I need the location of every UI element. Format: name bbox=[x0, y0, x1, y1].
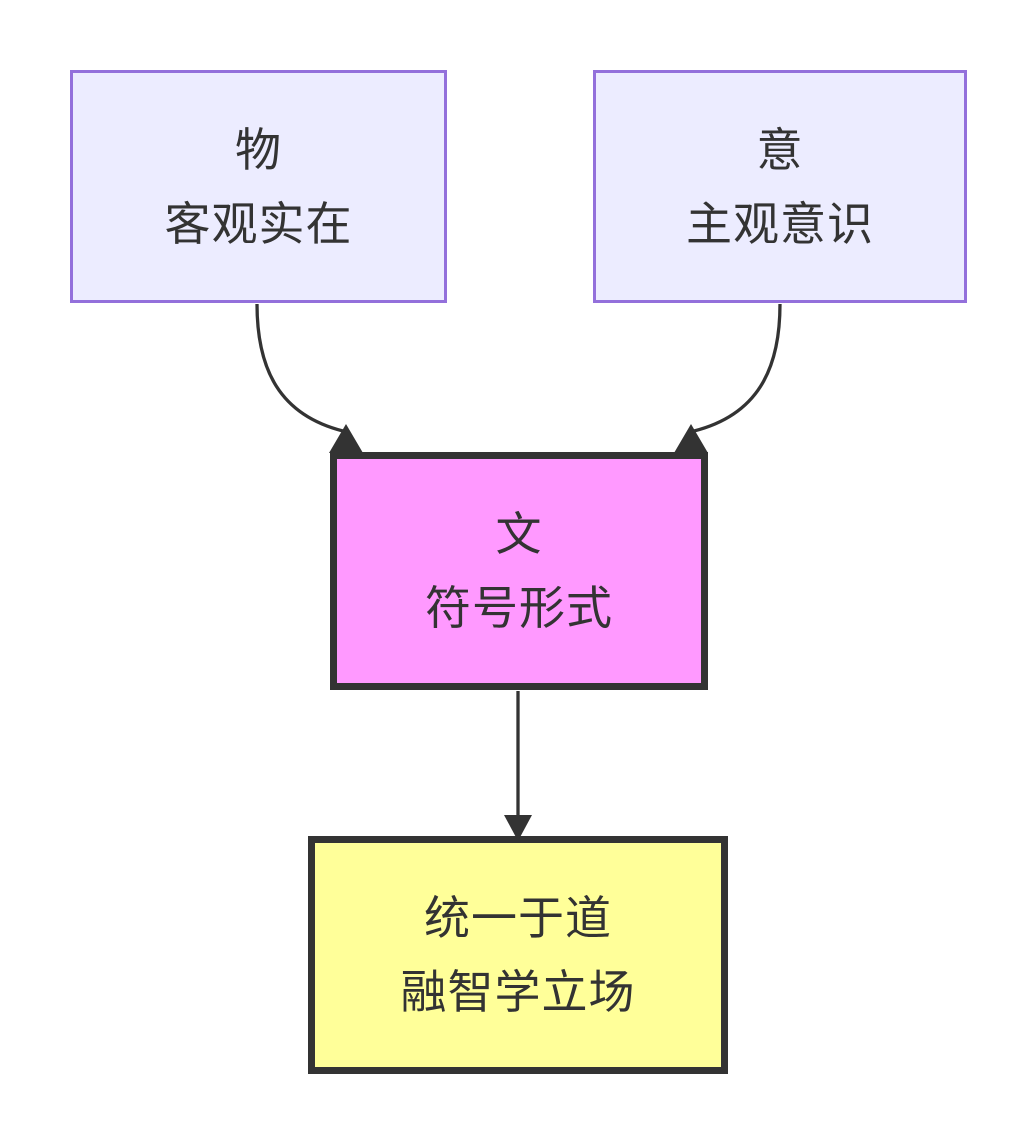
node-dao-line1: 统一于道 bbox=[424, 892, 612, 944]
node-wen-line2: 符号形式 bbox=[425, 582, 613, 634]
arrowhead-yi-to-wen-icon bbox=[674, 424, 708, 453]
arrowhead-wu-to-wen-icon bbox=[329, 424, 363, 453]
node-wu-line2: 客观实在 bbox=[164, 197, 353, 250]
node-yi-line1: 意 bbox=[756, 123, 804, 176]
node-yi-line2: 主观意识 bbox=[686, 197, 874, 250]
edge-wu-to-wen bbox=[255, 303, 344, 433]
node-wen-symbolic-form: 文 符号形式 bbox=[330, 452, 708, 690]
node-wu-line1: 物 bbox=[235, 123, 282, 176]
node-wu-objective-reality: 物 客观实在 bbox=[70, 70, 447, 303]
node-wen-line1: 文 bbox=[495, 508, 543, 560]
node-dao-line2: 融智学立场 bbox=[400, 966, 636, 1018]
edge-yi-to-wen bbox=[693, 303, 782, 433]
node-dao-unified-in-dao: 统一于道 融智学立场 bbox=[308, 836, 728, 1074]
node-yi-subjective-consciousness: 意 主观意识 bbox=[593, 70, 967, 303]
